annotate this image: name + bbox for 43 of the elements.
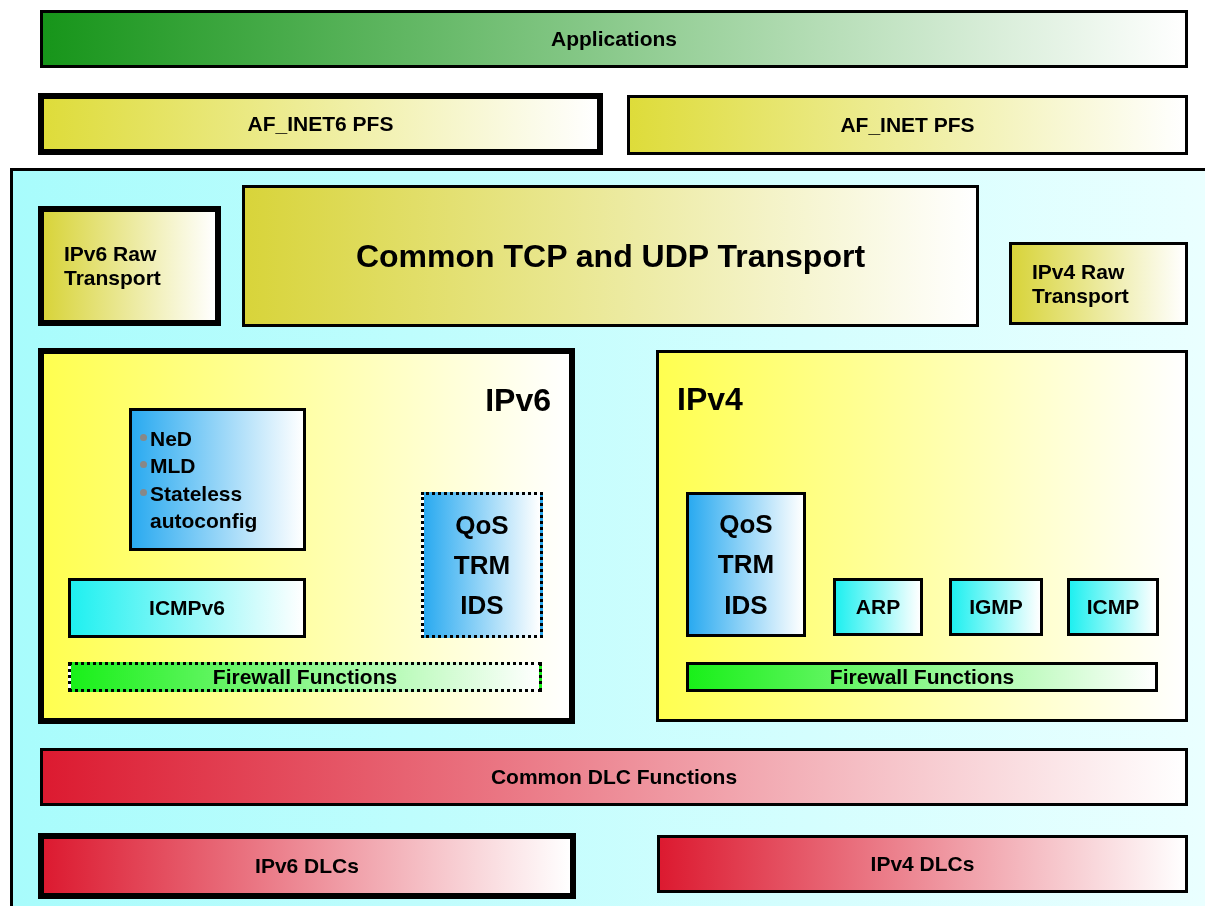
box-label: QoS TRM IDS (452, 508, 512, 623)
box-label: IGMP (969, 595, 1023, 619)
box-label: Common TCP and UDP Transport (355, 237, 866, 275)
layer-box (40, 748, 1188, 806)
layer-box (38, 206, 221, 326)
box-label: ICMPv6 (149, 596, 225, 620)
panel-title: IPv4 (677, 381, 743, 418)
box-label: Common DLC Functions (490, 765, 738, 789)
layer-box (129, 408, 306, 551)
layer-box (833, 578, 923, 636)
box-label: QoS TRM IDS (716, 508, 776, 622)
box-label: IPv6 DLCs (255, 854, 359, 878)
box-label: Applications (551, 27, 677, 51)
layer-box (686, 492, 806, 637)
box-label: AF_INET PFS (840, 113, 975, 137)
protocol-panel (656, 350, 1188, 722)
box-label: ICMP (1086, 595, 1140, 619)
layer-box (242, 185, 979, 327)
layer-box (68, 578, 306, 638)
box-label: ARP (855, 595, 901, 619)
list-item: MLD (150, 453, 196, 480)
layer-box (40, 10, 1188, 68)
box-label: IPv6 Raw Transport (64, 242, 162, 290)
box-label: Firewall Functions (212, 665, 398, 689)
layer-box (627, 95, 1188, 155)
box-label: Firewall Functions (829, 665, 1015, 689)
layer-box (38, 833, 576, 899)
list-item: NeD (150, 425, 192, 452)
layer-box (1067, 578, 1159, 636)
layer-box (1009, 242, 1188, 325)
layer-box (38, 93, 603, 155)
panel-title: IPv6 (485, 382, 551, 419)
stack-panel (10, 168, 1205, 906)
layer-box (686, 662, 1158, 692)
box-label: IPv4 Raw Transport (1032, 259, 1130, 308)
list-item: Stateless autoconfig (150, 480, 259, 534)
box-label: AF_INET6 PFS (247, 112, 394, 136)
layer-box (421, 492, 543, 638)
layer-box (68, 662, 542, 692)
protocol-panel (38, 348, 575, 724)
box-label: IPv4 DLCs (870, 852, 975, 876)
layer-box (949, 578, 1043, 636)
layer-box (657, 835, 1188, 893)
